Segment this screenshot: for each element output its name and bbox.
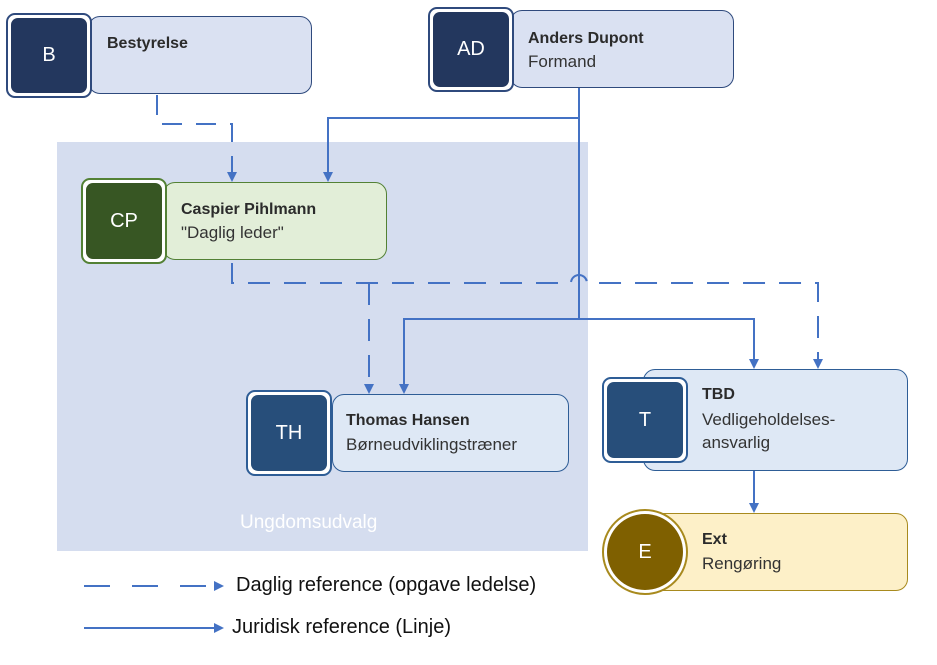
avatar-ext: E (602, 509, 688, 595)
node-name: TBD (702, 386, 735, 403)
avatar-thomas-hansen: TH (246, 390, 332, 476)
avatar-tbd: T (602, 377, 688, 463)
node-bestyrelse[interactable]: Bestyrelse (88, 16, 312, 94)
avatar-initials: E (607, 514, 683, 590)
node-role-line1: Vedligeholdelses- (702, 410, 836, 429)
avatar-caspier-pihlmann: CP (81, 178, 167, 264)
node-name: Bestyrelse (107, 35, 188, 52)
node-anders-dupont[interactable]: Anders Dupont Formand (510, 10, 734, 88)
node-role-line2: ansvarlig (702, 433, 771, 452)
node-name: Thomas Hansen (346, 412, 470, 429)
node-caspier-pihlmann[interactable]: Caspier Pihlmann "Daglig leder" (163, 182, 387, 260)
connector-anders-tbd (579, 318, 759, 369)
node-role: Børneudviklingstræner (346, 435, 518, 454)
node-name: Ext (702, 531, 727, 548)
node-name: Caspier Pihlmann (181, 201, 317, 218)
node-role: "Daglig leder" (181, 223, 284, 242)
connector-bestyrelse-caspier (156, 95, 237, 182)
avatar-initials: T (607, 382, 683, 458)
legend-solid-label: Juridisk reference (Linje) (232, 616, 451, 638)
avatar-initials: TH (251, 395, 327, 471)
node-thomas-hansen[interactable]: Thomas Hansen Børneudviklingstræner (332, 394, 569, 472)
avatar-initials: CP (86, 183, 162, 259)
connector-anders-caspier (323, 88, 580, 182)
avatar-anders-dupont: AD (428, 7, 514, 92)
connector-caspier-dashed (231, 263, 823, 369)
group-label: Ungdomsudvalg (240, 512, 378, 533)
avatar-initials: AD (433, 12, 509, 87)
avatar-initials: B (11, 18, 87, 93)
connector-anders-thomas (399, 318, 579, 394)
legend-dashed-label: Daglig reference (opgave ledelse) (236, 574, 537, 596)
node-name: Anders Dupont (528, 30, 644, 47)
node-role: Rengøring (702, 554, 782, 573)
node-role: Formand (528, 52, 597, 71)
avatar-bestyrelse: B (6, 13, 92, 98)
